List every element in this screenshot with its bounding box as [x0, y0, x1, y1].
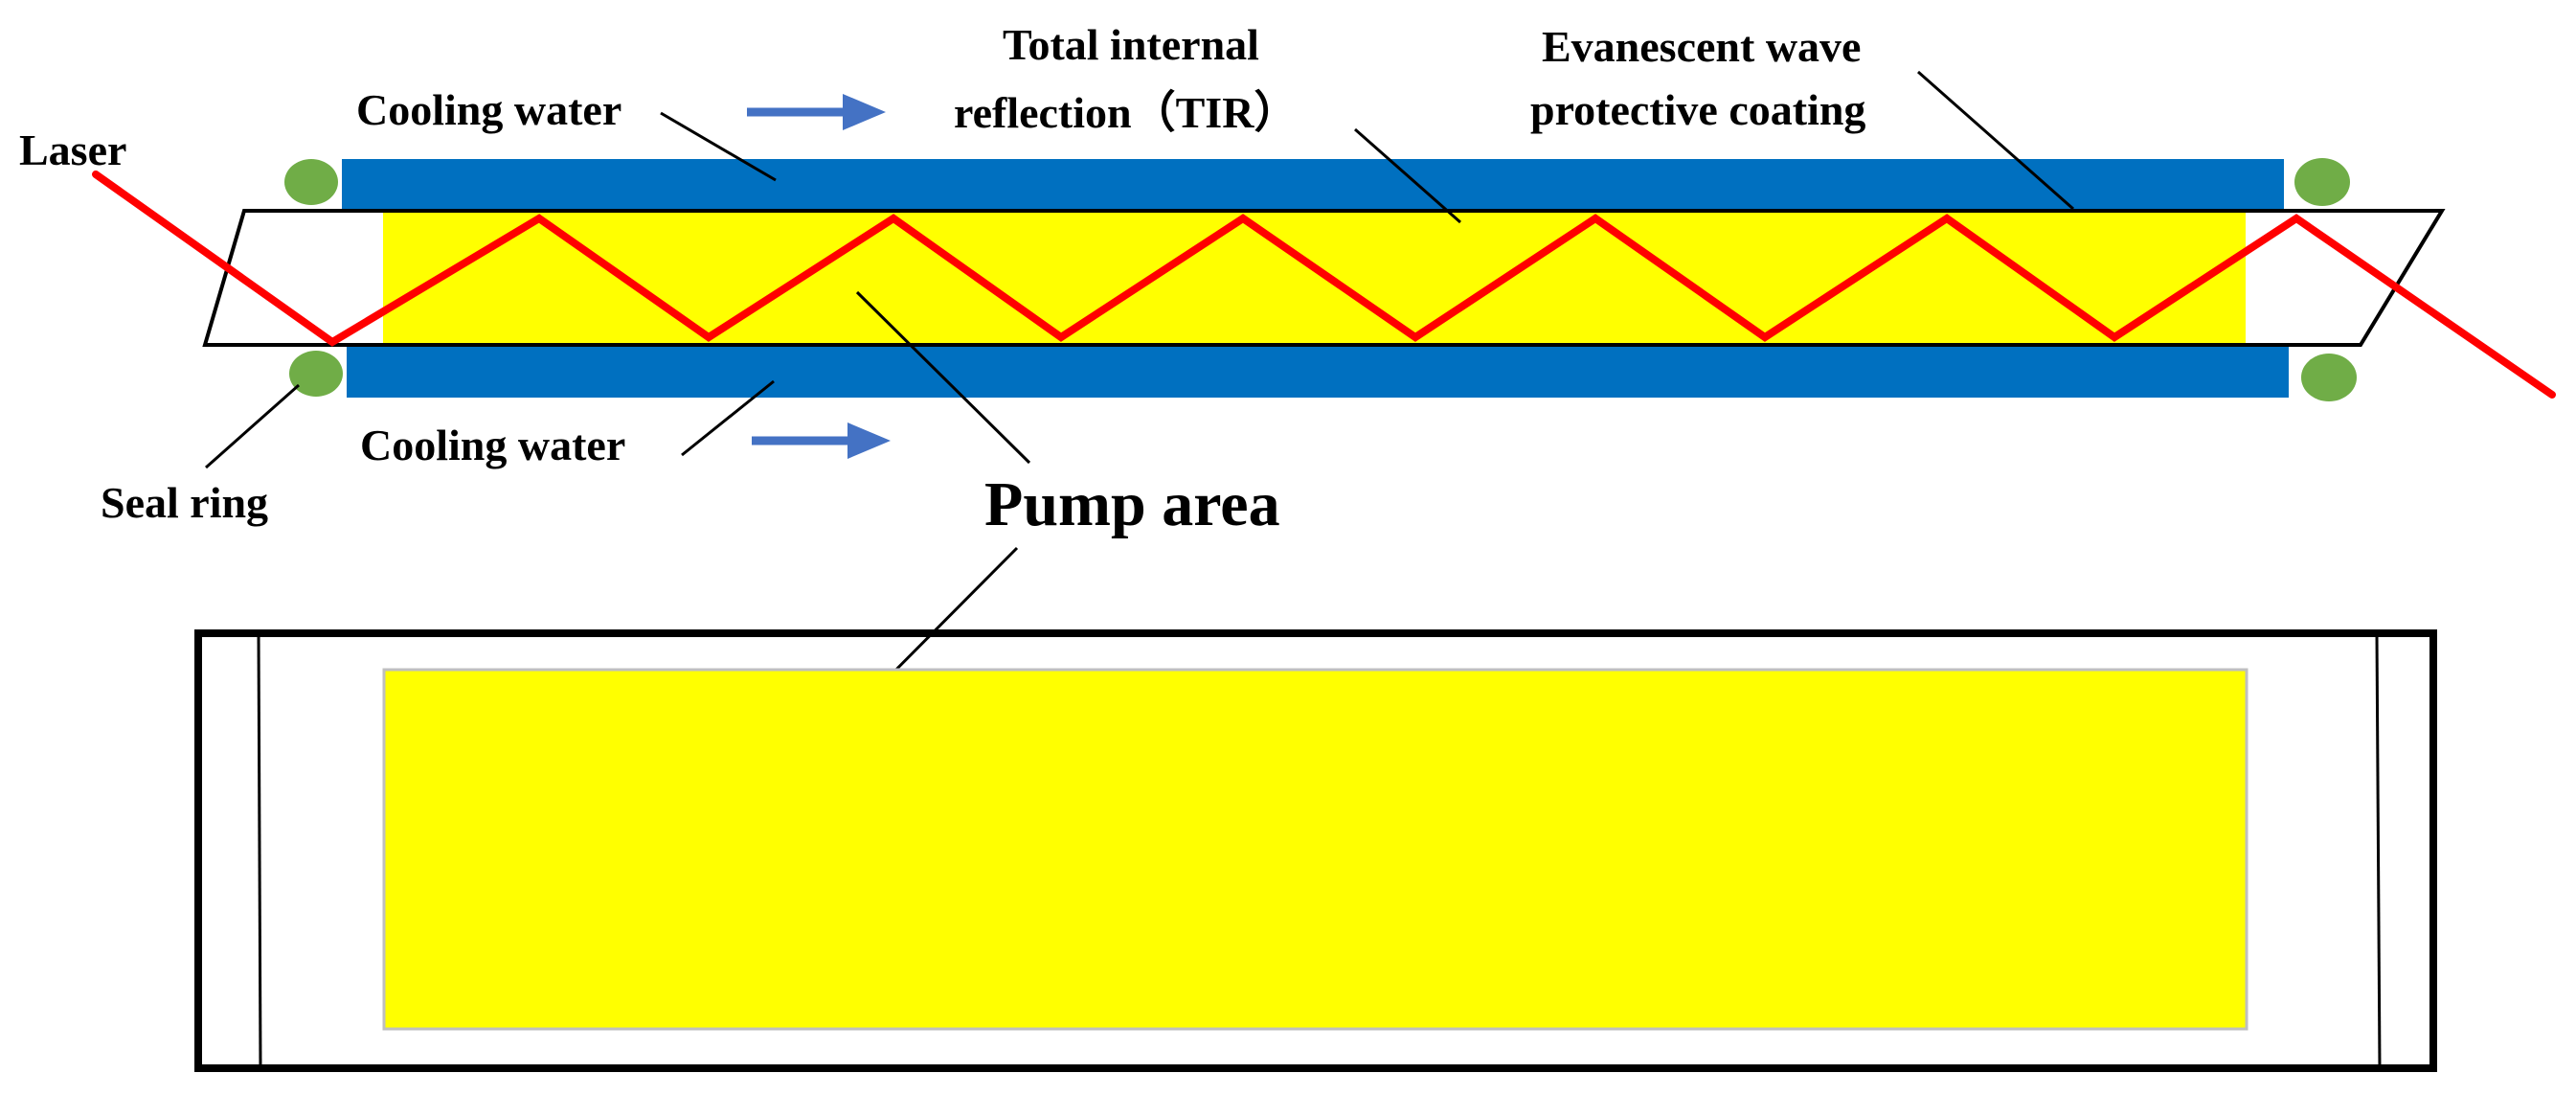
coating-label-line2: protective coating: [1530, 85, 1865, 134]
laser-beam: [92, 171, 2556, 399]
seal-ring-bottom-right: [2301, 354, 2357, 401]
leader-tir: [1354, 127, 1461, 224]
cooling-water-label-top: Cooling water: [356, 85, 621, 134]
slab-top-view-left-edge: [257, 632, 262, 1069]
pump-area-top-view: [382, 668, 2248, 1031]
slab-top-view-frame: [194, 629, 2437, 1072]
pump-area-label: Pump area: [984, 469, 1280, 539]
coating-label-line1: Evanescent wave: [1542, 22, 1861, 71]
seal-ring-top-left: [284, 159, 338, 205]
tir-label-line2: reflection（TIR）: [954, 88, 1298, 137]
leader-cooling-water-top: [660, 111, 777, 182]
cooling-water-label-bottom: Cooling water: [360, 421, 625, 469]
seal-ring-label: Seal ring: [101, 478, 268, 527]
slab-top-view-right-edge: [2375, 632, 2382, 1069]
seal-ring-bottom-left: [289, 351, 343, 397]
seal-ring-top-right: [2294, 158, 2350, 206]
side-view: Laser Cooling water Cooling water Total …: [19, 20, 2556, 714]
laser-slab: [202, 209, 2446, 347]
flow-arrow-icon-bottom: [752, 422, 891, 459]
tir-label-line1: Total internal: [1003, 20, 1259, 69]
cooling-water-channel-top: [342, 159, 2284, 213]
leader-seal-ring: [205, 383, 300, 469]
leader-cooling-water-bottom: [681, 379, 775, 457]
leader-pump-area-side: [855, 290, 1031, 465]
cooling-water-channel-bottom: [347, 345, 2289, 398]
flow-arrow-icon-top: [747, 94, 886, 130]
leader-coating: [1917, 70, 2074, 211]
laser-label: Laser: [19, 126, 126, 174]
top-view: [194, 629, 2437, 1072]
